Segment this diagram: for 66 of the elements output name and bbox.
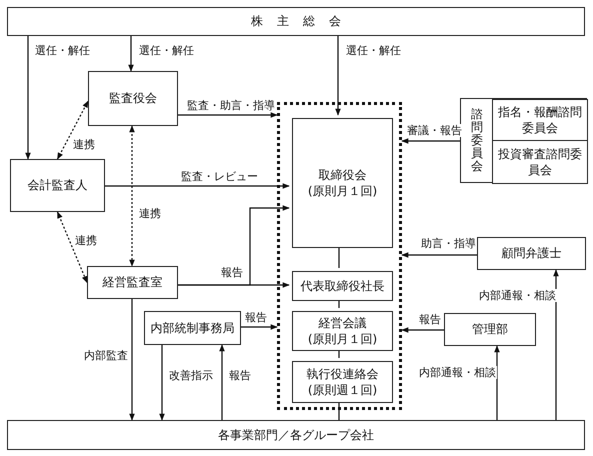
org-box	[292, 311, 393, 351]
node-label: 会計監査人	[26, 177, 88, 194]
node-label: 管理部	[471, 321, 509, 338]
edge-label: 審議・報告	[406, 124, 463, 138]
edge-label: 内部通報・相談	[478, 289, 557, 302]
edge-label: 改善指示	[168, 369, 214, 382]
org-box	[88, 71, 178, 126]
org-box	[477, 237, 586, 270]
committee-group-box	[460, 98, 587, 183]
arrow	[553, 269, 559, 420]
edge-label: 報告	[244, 311, 268, 324]
arrow	[159, 345, 165, 421]
edge-label: 助言・指導	[420, 237, 477, 250]
edge-label: 監査・助言・指導	[186, 99, 276, 112]
arrow	[129, 299, 135, 421]
org-box	[7, 420, 585, 450]
arrow	[401, 252, 477, 258]
edge-label: 連携	[74, 234, 98, 248]
arrow	[219, 344, 225, 420]
arrow	[494, 345, 500, 420]
edge-label: 報告	[418, 313, 442, 326]
node-label: 諮問委員会	[471, 108, 483, 174]
org-box	[292, 118, 393, 248]
node-label: 監査役会	[108, 90, 158, 107]
edge-label: 連携	[138, 207, 162, 220]
edge-label: 内部通報・相談	[418, 366, 497, 380]
arrow	[105, 183, 290, 189]
edge-label: 選任・解任	[34, 44, 91, 58]
edge-label: 選任・解任	[345, 44, 402, 58]
edge-label: 監査・レビュー	[180, 170, 259, 184]
arrow	[128, 36, 134, 72]
org-box	[292, 271, 393, 301]
org-box	[144, 311, 241, 345]
node-label: 投資審査諮問委員会	[497, 146, 583, 178]
dotted-connector	[56, 211, 88, 284]
org-box	[10, 159, 105, 212]
node-label: 執行役連絡会 (原則週１回)	[306, 366, 380, 398]
edge-label: 選任・解任	[138, 44, 195, 58]
arrow	[401, 327, 444, 333]
org-box	[444, 313, 536, 346]
node-label: 代表取締役社長	[300, 278, 386, 294]
node-label: 取締役会 (原則月１回)	[306, 166, 378, 200]
org-box	[7, 7, 585, 36]
arrow	[401, 138, 460, 144]
arrow	[178, 205, 290, 286]
node-label: 株主総会	[250, 13, 356, 30]
org-box	[292, 361, 393, 403]
dotted-connector	[129, 125, 135, 267]
node-label: 顧問弁護士	[500, 245, 562, 262]
node-label: 指名・報酬諮問委員会	[497, 104, 583, 136]
arrow	[241, 324, 278, 330]
arrow	[25, 36, 31, 160]
arrow	[178, 112, 278, 118]
node-label: 内部統制事務局	[150, 320, 236, 336]
edge-label: 連携	[72, 138, 96, 152]
edge-label: 報告	[220, 266, 244, 280]
node-label: 経営監査室	[102, 274, 164, 291]
node-label: 経営会議 (原則月１回)	[306, 314, 378, 348]
edge-label: 内部監査	[83, 349, 129, 362]
edge-label: 報告	[228, 369, 252, 382]
arrow	[335, 36, 341, 116]
dotted-group-outline	[277, 102, 402, 410]
dotted-connector	[56, 100, 89, 160]
org-box	[492, 140, 588, 184]
node-label: 各事業部門／各グループ会社	[217, 426, 375, 444]
org-box	[87, 266, 178, 299]
